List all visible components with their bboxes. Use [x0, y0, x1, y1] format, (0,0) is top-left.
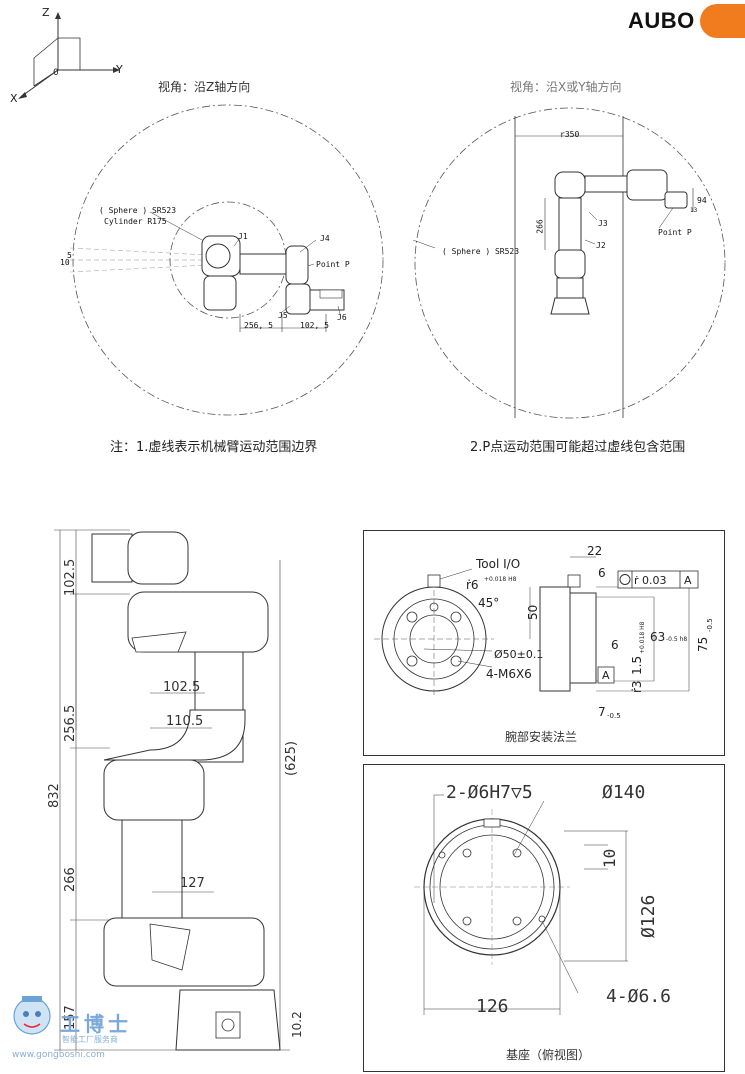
- footer-url[interactable]: www.gongboshi.com: [12, 1050, 105, 1060]
- axis-z-label: Z: [42, 6, 50, 19]
- label-dim-266-top: 266: [535, 219, 545, 234]
- flange-m6: 4-M6X6: [486, 667, 532, 681]
- flange-d75-tol: -0.5: [706, 618, 714, 632]
- flange-datum: A: [684, 574, 692, 587]
- base-d126-horizontal: 126: [476, 996, 509, 1017]
- flange-d7-tol: -0.5: [607, 712, 621, 720]
- flange-r3: ṙ3: [630, 680, 644, 693]
- brand-tab: [700, 4, 745, 38]
- base-panel: [363, 764, 725, 1072]
- base-d126-vertical: Ø126: [638, 894, 659, 938]
- base-d140: Ø140: [602, 782, 646, 803]
- dim-side-127: 127: [180, 876, 205, 891]
- dim-side-832: 832: [47, 783, 62, 808]
- flange-tool-io: Tool I/O: [476, 557, 521, 571]
- flange-d63: 63: [650, 630, 666, 644]
- note-2: 2.P点运动范围可能超过虚线包含范围: [470, 440, 686, 455]
- label-r350: r350: [560, 130, 580, 139]
- label-dim-5: 5: [67, 251, 72, 260]
- label-j6: J6: [337, 313, 347, 322]
- dim-side-1025h: 102.5: [163, 680, 201, 695]
- flange-d6b: 6: [611, 638, 619, 652]
- label-point-p-left: Point P: [316, 260, 350, 269]
- flange-d15-tol: +0.018 H8: [639, 621, 646, 654]
- flange-d15: 1.5: [630, 655, 644, 675]
- flange-tolerance: ṙ 0.03: [634, 574, 667, 587]
- label-j5: J5: [278, 311, 288, 320]
- top-right-caption: 视角：沿X或Y轴方向: [510, 80, 622, 94]
- robot-side-view: [54, 529, 290, 1051]
- flange-d7: 7: [598, 705, 606, 719]
- mascot-icon: [13, 996, 51, 1035]
- flange-drawing: [374, 556, 699, 697]
- flange-dia50: Ø50±0.1: [494, 648, 544, 661]
- dim-side-266: 266: [63, 867, 78, 892]
- label-dim-10: 10: [60, 258, 70, 267]
- flange-d6a: 6: [598, 566, 606, 580]
- dim-side-102: 10.2: [290, 1011, 304, 1038]
- note-1: 注：1.虚线表示机械臂运动范围边界: [110, 440, 318, 455]
- flange-panel: [363, 530, 725, 756]
- dim-side-625: (625): [284, 741, 299, 776]
- base-d66: 4-Ø6.6: [606, 986, 672, 1007]
- base-drawing: [414, 794, 628, 1015]
- flange-d75: 75: [696, 636, 710, 652]
- flange-datum-2: A: [602, 669, 610, 682]
- flange-r6: ṙ6: [466, 578, 479, 592]
- axis-triad: [18, 12, 120, 99]
- label-dim-2565: 256, 5: [244, 321, 273, 330]
- label-cylinder: Cylinder R175: [104, 217, 167, 226]
- workspace-side-view: [412, 107, 726, 419]
- dim-side-1105: 110.5: [166, 714, 204, 729]
- base-d10: 10: [600, 848, 619, 868]
- flange-r6-tol: +0.018 H8: [484, 576, 517, 583]
- label-dim-94: 94: [697, 196, 707, 205]
- top-left-caption: 视角：沿Z轴方向: [158, 80, 251, 94]
- label-point-p-right: Point P: [658, 228, 692, 237]
- label-j2: J2: [596, 241, 606, 250]
- base-caption: 基座（俯视图）: [506, 1048, 591, 1062]
- label-dim-1025: 102, 5: [300, 321, 329, 330]
- flange-d22: 22: [587, 544, 603, 558]
- dim-side-2565: 256.5: [63, 704, 78, 742]
- label-j1: J1: [238, 232, 248, 241]
- label-dim-13: 13: [690, 207, 698, 214]
- flange-45deg: 45°: [478, 596, 500, 610]
- flange-d63-tol: -0.5 h8: [666, 636, 688, 643]
- base-holes: 2-Ø6H7▽5: [446, 782, 533, 803]
- axis-origin-label: 0: [53, 68, 59, 78]
- brand-logo: AUBO: [628, 8, 695, 33]
- axis-y-label: Y: [116, 63, 123, 76]
- label-j4: J4: [320, 234, 330, 243]
- flange-caption: 腕部安装法兰: [505, 730, 578, 744]
- footer-sub: 智能工厂服务商: [62, 1035, 118, 1044]
- flange-d50: 50: [526, 604, 540, 620]
- label-j3: J3: [598, 219, 608, 228]
- axis-x-label: X: [10, 92, 18, 105]
- footer-brand: 工博士: [60, 1012, 132, 1036]
- label-sphere-left: ( Sphere ) SR523: [99, 206, 177, 215]
- dim-side-1025v: 102.5: [63, 558, 78, 596]
- workspace-top-view: [69, 104, 384, 416]
- label-sphere-right: ( Sphere ) SR523: [442, 247, 520, 256]
